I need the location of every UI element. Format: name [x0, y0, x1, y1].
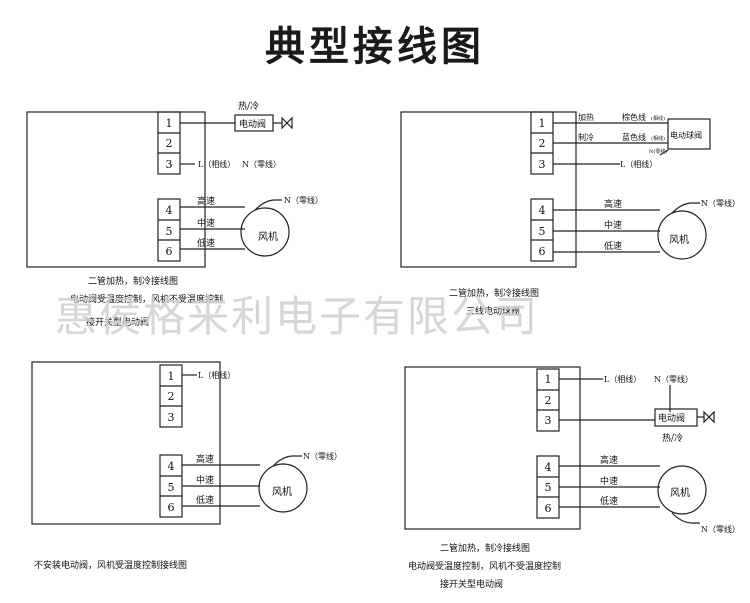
d2-term-6: 6 — [539, 245, 546, 258]
d2-term-5: 5 — [539, 225, 546, 238]
d3-controller-box — [31, 361, 221, 525]
d2-live: L（相线） — [620, 159, 657, 169]
d3-speed-mid: 中速 — [196, 474, 214, 486]
d4-terminal-block-top — [536, 368, 560, 432]
d1-fan-neutral: N（零线） — [284, 195, 323, 205]
d1-speed-low: 低速 — [197, 237, 215, 249]
d2-term-1: 1 — [539, 117, 546, 130]
d4-valve-label: 电动阀 — [658, 412, 685, 424]
d1-term-2: 2 — [166, 137, 173, 150]
d1-speed-high: 高速 — [197, 195, 215, 207]
d1-term-6: 6 — [166, 245, 173, 258]
d3-fan-neutral: N（零线） — [303, 451, 342, 461]
page-title: 典型接线图 — [265, 23, 485, 70]
d4-term-4: 4 — [545, 461, 552, 474]
d1-terminal-block-bottom — [157, 198, 181, 262]
d2-fan-label: 风机 — [669, 233, 689, 246]
d3-term-5: 5 — [168, 481, 175, 494]
d4-term-6: 6 — [545, 502, 552, 515]
d2-speed-mid: 中速 — [604, 219, 622, 231]
d4-neutral: N（零线） — [654, 374, 693, 384]
d3-term-1: 1 — [168, 370, 175, 383]
d3-speed-high: 高速 — [196, 453, 214, 465]
d3-term-3: 3 — [168, 411, 175, 424]
d1-caption-1: 二管加热，制冷接线图 — [88, 275, 178, 287]
d2-blue-wire: 蓝色线 — [622, 132, 646, 142]
d3-speed-low: 低速 — [196, 494, 214, 506]
d1-term-5: 5 — [166, 225, 173, 238]
d3-caption-1: 不安装电动阀，风机受温度控制接线图 — [34, 559, 187, 571]
d3-live: L（相线） — [198, 370, 235, 380]
d4-term-3: 3 — [545, 414, 552, 427]
d2-speed-low: 低速 — [604, 240, 622, 252]
d2-speed-high: 高速 — [604, 198, 622, 210]
d2-fan-neutral: N（零线） — [701, 198, 740, 208]
d1-speed-mid: 中速 — [197, 217, 215, 229]
d1-hot-cold: 热/冷 — [238, 100, 259, 112]
d3-term-2: 2 — [168, 390, 175, 403]
d2-heat: 加热 — [578, 112, 594, 122]
d2-caption-1: 二管加热，制冷接线图 — [449, 287, 539, 299]
d4-live: L（相线） — [604, 374, 641, 384]
d2-terminal-block-bottom — [530, 198, 554, 262]
d3-fan-icon — [258, 463, 308, 513]
d2-blue-note: (相线) — [651, 135, 665, 142]
d3-terminal-block-top — [159, 364, 183, 428]
d4-speed-mid: 中速 — [600, 475, 618, 487]
d1-valve-icon — [281, 116, 293, 130]
d2-valve-neutral: N(零线) — [649, 148, 667, 155]
d4-caption-2: 电动阀受温度控制，风机不受温度控制 — [408, 560, 561, 572]
d1-term-4: 4 — [166, 204, 173, 217]
d1-live: L（相线） — [198, 159, 235, 169]
d4-controller-box — [404, 366, 581, 530]
d4-speed-high: 高速 — [600, 454, 618, 466]
d4-fan-label: 风机 — [670, 486, 690, 499]
d1-fan-label: 风机 — [258, 230, 278, 243]
d2-term-3: 3 — [539, 158, 546, 171]
d2-caption-2: 三线电动球阀 — [466, 305, 520, 317]
d4-hot-cold: 热/冷 — [662, 432, 683, 444]
d1-terminal-block-top — [157, 111, 181, 175]
d4-fan-neutral: N（零线） — [701, 524, 740, 534]
d3-term-6: 6 — [168, 501, 175, 514]
watermark: 惠侯格来利电子有限公司 — [55, 292, 540, 341]
d4-fan-icon — [657, 465, 707, 515]
d1-term-1: 1 — [166, 117, 173, 130]
d2-term-4: 4 — [539, 204, 546, 217]
d1-controller-box — [26, 111, 206, 268]
d4-term-5: 5 — [545, 481, 552, 494]
d4-term-2: 2 — [545, 394, 552, 407]
d2-brown-wire: 棕色线 — [622, 112, 646, 122]
d3-fan-label: 风机 — [272, 485, 292, 498]
d1-valve-label: 电动阀 — [239, 118, 266, 130]
d2-cool: 制冷 — [578, 132, 594, 142]
d1-fan-icon — [240, 207, 290, 257]
d1-caption-3: 接开关型电动阀 — [86, 316, 149, 328]
d4-caption-1: 二管加热，制冷接线图 — [440, 542, 530, 554]
d2-controller-box — [400, 111, 577, 268]
d1-neutral: N（零线） — [242, 159, 281, 169]
d2-fan-icon — [657, 210, 707, 260]
d1-term-3: 3 — [166, 158, 173, 171]
d1-caption-2: 电动阀受温度控制，风机不受温度控制 — [70, 293, 223, 305]
d2-ball-valve-box — [667, 118, 711, 150]
d4-speed-low: 低速 — [600, 495, 618, 507]
d2-term-2: 2 — [539, 137, 546, 150]
d3-term-4: 4 — [168, 460, 175, 473]
d4-valve-icon — [703, 410, 715, 424]
d2-ball-valve-label: 电动球阀 — [670, 130, 702, 140]
d2-brown-note: (相线) — [651, 115, 665, 122]
d4-caption-3: 接开关型电动阀 — [440, 578, 503, 590]
d4-term-1: 1 — [545, 373, 552, 386]
